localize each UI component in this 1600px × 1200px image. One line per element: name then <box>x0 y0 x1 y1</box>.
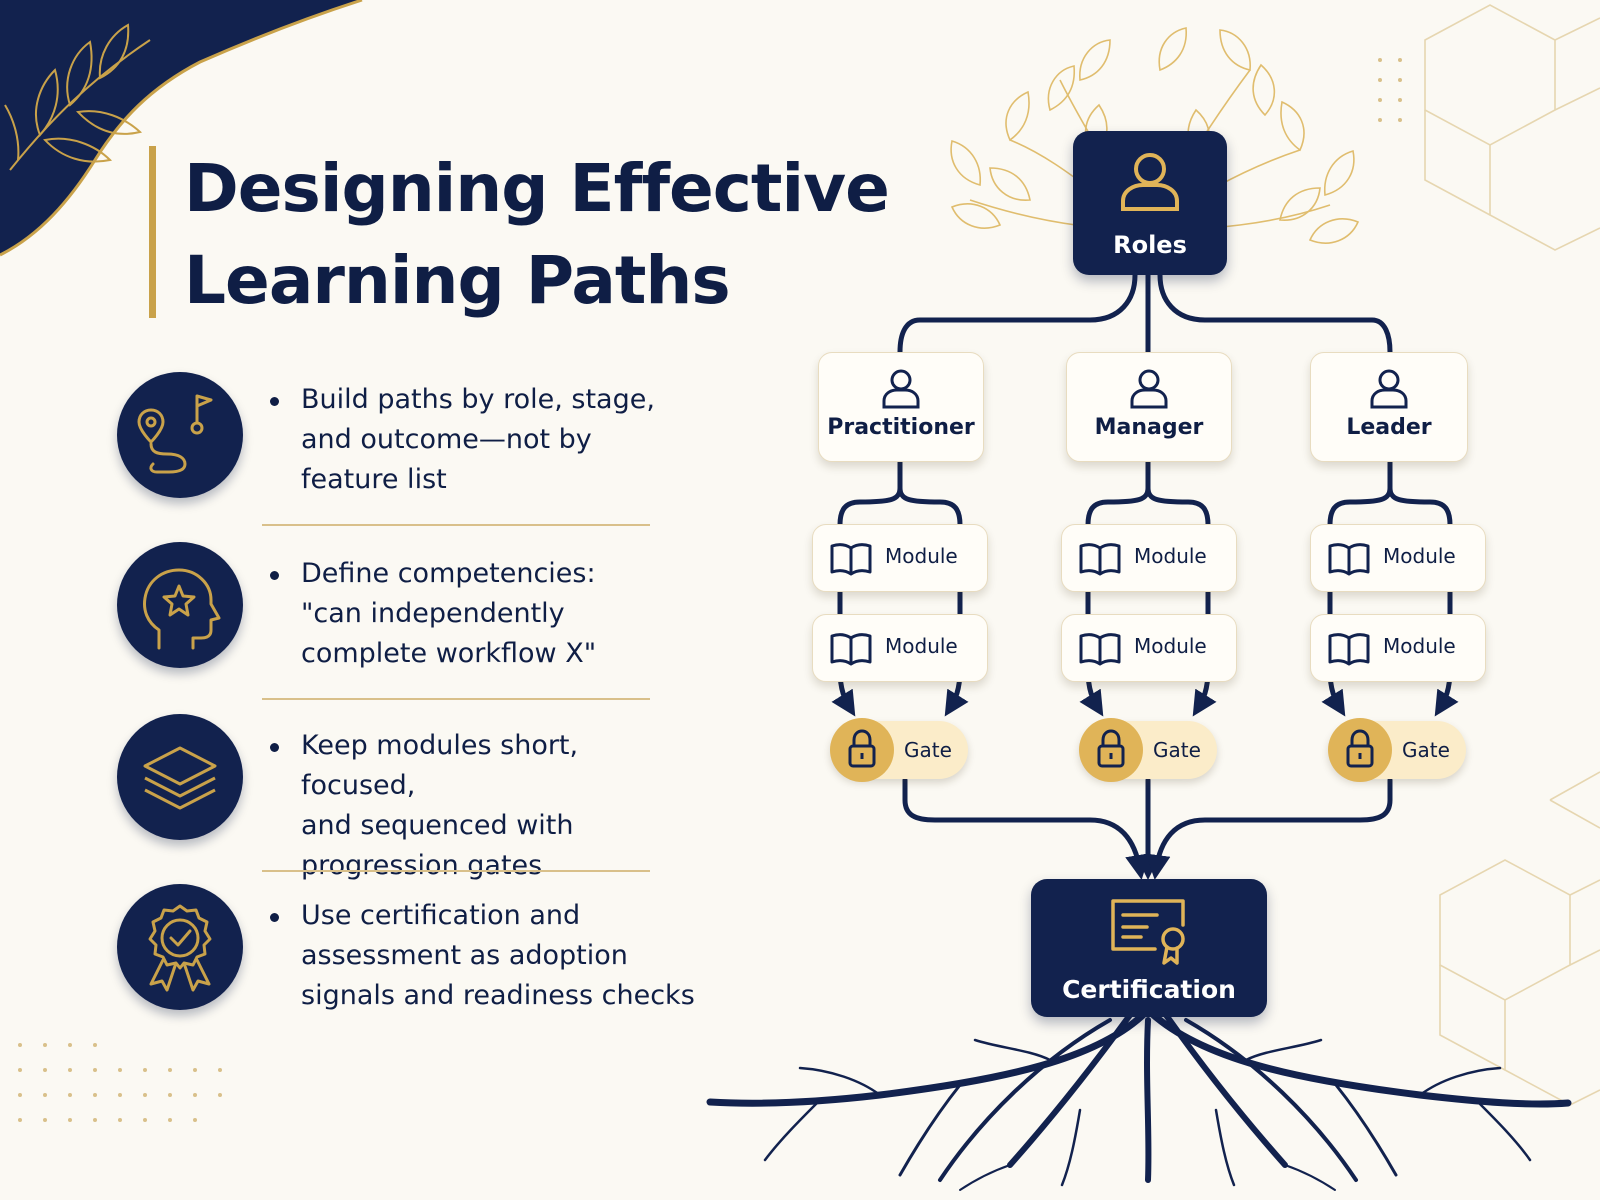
page-title: Designing Effective Learning Paths <box>184 143 944 327</box>
roles-root-node: Roles <box>1073 131 1227 275</box>
module-card: Module <box>1310 614 1486 682</box>
map-route-icon <box>117 372 243 498</box>
certification-label: Certification <box>1062 975 1236 1004</box>
role-label: Leader <box>1346 415 1432 440</box>
bullet-dot <box>270 913 279 922</box>
roles-label: Roles <box>1113 231 1187 259</box>
lock-icon <box>1328 718 1392 782</box>
role-card-leader: Leader <box>1310 352 1468 462</box>
module-card: Module <box>812 614 988 682</box>
lock-icon <box>1079 718 1143 782</box>
book-icon <box>1079 633 1121 666</box>
bullet-text-line: and sequenced with <box>301 810 574 841</box>
divider <box>262 524 650 526</box>
role-card-manager: Manager <box>1066 352 1232 462</box>
title-line-2: Learning Paths <box>184 242 731 319</box>
book-icon <box>1328 633 1370 666</box>
gate-label: Gate <box>1402 738 1450 762</box>
module-label: Module <box>885 634 958 658</box>
bullet-dot <box>270 397 279 406</box>
bullet-dot <box>270 571 279 580</box>
module-label: Module <box>1134 544 1207 568</box>
bullet-text-line: Use certification and <box>301 900 581 931</box>
module-label: Module <box>1383 544 1456 568</box>
hexagon-pattern <box>1424 4 1600 251</box>
bullet-dot <box>270 743 279 752</box>
gate-label: Gate <box>1153 738 1201 762</box>
role-card-practitioner: Practitioner <box>818 352 984 462</box>
head-star-icon <box>117 542 243 668</box>
bullet-text-line: "can independently <box>301 598 565 629</box>
gate-label: Gate <box>904 738 952 762</box>
module-card: Module <box>812 524 988 592</box>
certification-node: Certification <box>1031 879 1267 1017</box>
user-icon <box>1130 369 1168 409</box>
dot-grid <box>1378 58 1402 122</box>
book-icon <box>1079 543 1121 576</box>
progression-gate: Gate <box>1079 718 1217 782</box>
bullet-text-line: feature list <box>301 464 447 495</box>
book-icon <box>1328 543 1370 576</box>
user-icon <box>882 369 920 409</box>
user-icon <box>1121 153 1179 211</box>
lock-icon <box>830 718 894 782</box>
tree-roots <box>706 1006 1572 1191</box>
divider <box>262 698 650 700</box>
bullet-text-line: signals and readiness checks <box>301 980 695 1011</box>
award-ribbon-icon <box>117 884 243 1010</box>
certificate-icon <box>1111 899 1185 965</box>
role-label: Manager <box>1094 415 1204 440</box>
progression-gate: Gate <box>830 718 968 782</box>
bullet-text-line: complete workflow X" <box>301 638 597 669</box>
bullet-text-line: progression gates <box>301 850 543 881</box>
module-label: Module <box>1134 634 1207 658</box>
title-accent-bar <box>149 146 156 318</box>
module-card: Module <box>1061 614 1237 682</box>
role-label: Practitioner <box>827 415 975 440</box>
hexagon-pattern-bottom <box>1439 859 1600 1106</box>
title-line-1: Designing Effective <box>184 150 890 227</box>
bullet-text-line: Build paths by role, stage, <box>301 384 655 415</box>
leaf-branch-icon <box>4 23 151 171</box>
bullet-text-line: assessment as adoption <box>301 940 628 971</box>
module-card: Module <box>1061 524 1237 592</box>
book-icon <box>830 633 872 666</box>
bullet-text-line: Keep modules short, focused, <box>301 730 579 801</box>
module-card: Module <box>1310 524 1486 592</box>
bullet-text-line: and outcome—not by <box>301 424 592 455</box>
divider <box>262 870 650 872</box>
book-icon <box>830 543 872 576</box>
user-icon <box>1370 369 1408 409</box>
progression-gate: Gate <box>1328 718 1466 782</box>
layers-icon <box>117 714 243 840</box>
module-label: Module <box>885 544 958 568</box>
bullet-text-line: Define competencies: <box>301 558 596 589</box>
module-label: Module <box>1383 634 1456 658</box>
